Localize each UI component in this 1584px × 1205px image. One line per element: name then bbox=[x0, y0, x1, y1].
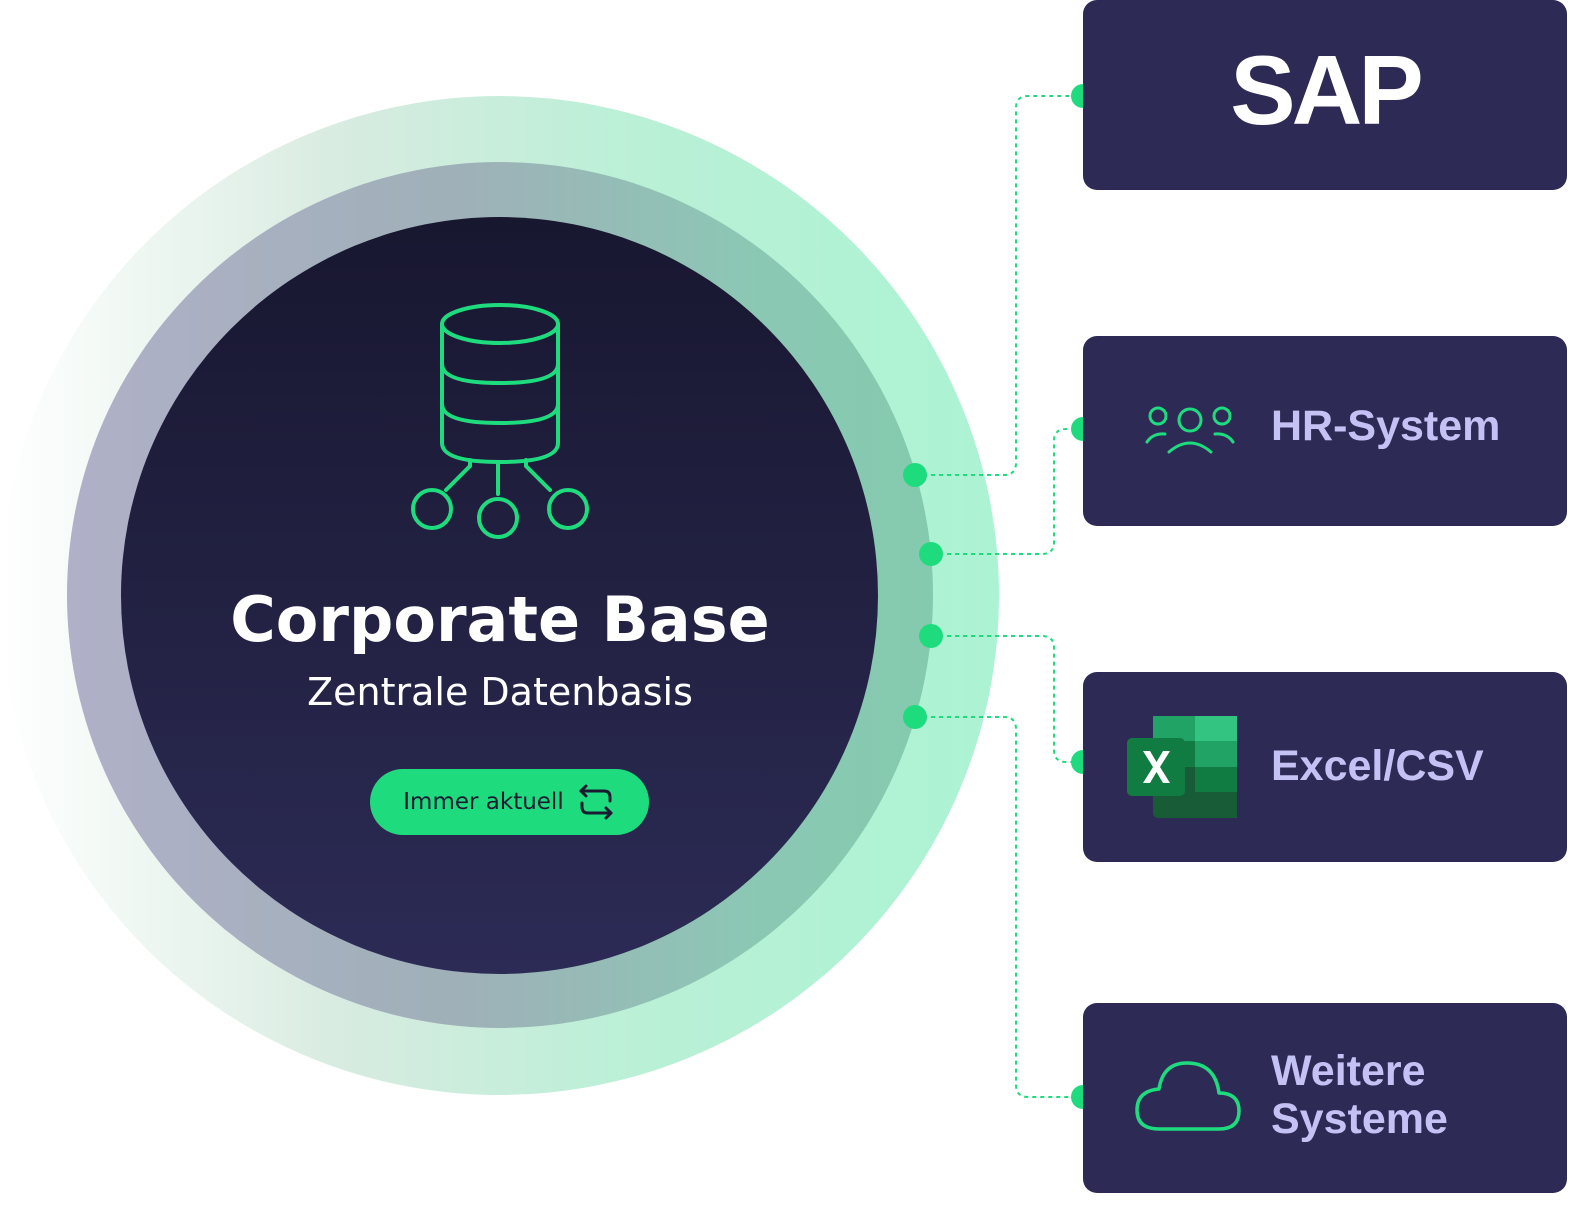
excel-icon bbox=[1127, 716, 1237, 818]
status-badge-label: Immer aktuell bbox=[403, 789, 564, 815]
node-core-excel bbox=[919, 624, 943, 648]
excel-label: Excel/CSV bbox=[1271, 742, 1484, 790]
node-core-hr bbox=[919, 542, 943, 566]
hr-label: HR-System bbox=[1271, 402, 1501, 450]
connector-excel bbox=[931, 635, 1083, 763]
node-core-sap bbox=[903, 463, 927, 487]
sap-logo: SAP bbox=[1230, 35, 1424, 145]
core-subtitle: Zentrale Datenbasis bbox=[307, 670, 693, 714]
sync-icon bbox=[579, 784, 613, 820]
more-label-line2: Systeme bbox=[1271, 1095, 1448, 1143]
node-core-more bbox=[903, 705, 927, 729]
connector-more bbox=[915, 716, 1083, 1098]
people-group-icon bbox=[1145, 406, 1235, 454]
cloud-icon bbox=[1135, 1061, 1241, 1131]
connector-sap bbox=[915, 95, 1083, 476]
status-badge: Immer aktuell bbox=[370, 769, 649, 835]
database-icon bbox=[411, 303, 589, 539]
system-card-excel: Excel/CSV bbox=[1083, 672, 1567, 862]
system-card-sap: SAP bbox=[1083, 0, 1567, 190]
connector-hr bbox=[931, 428, 1083, 555]
more-label: Weitere Systeme bbox=[1271, 1047, 1448, 1143]
system-card-hr: HR-System bbox=[1083, 336, 1567, 526]
core-title: Corporate Base bbox=[230, 583, 770, 656]
more-label-line1: Weitere bbox=[1271, 1047, 1426, 1095]
system-card-more: Weitere Systeme bbox=[1083, 1003, 1567, 1193]
